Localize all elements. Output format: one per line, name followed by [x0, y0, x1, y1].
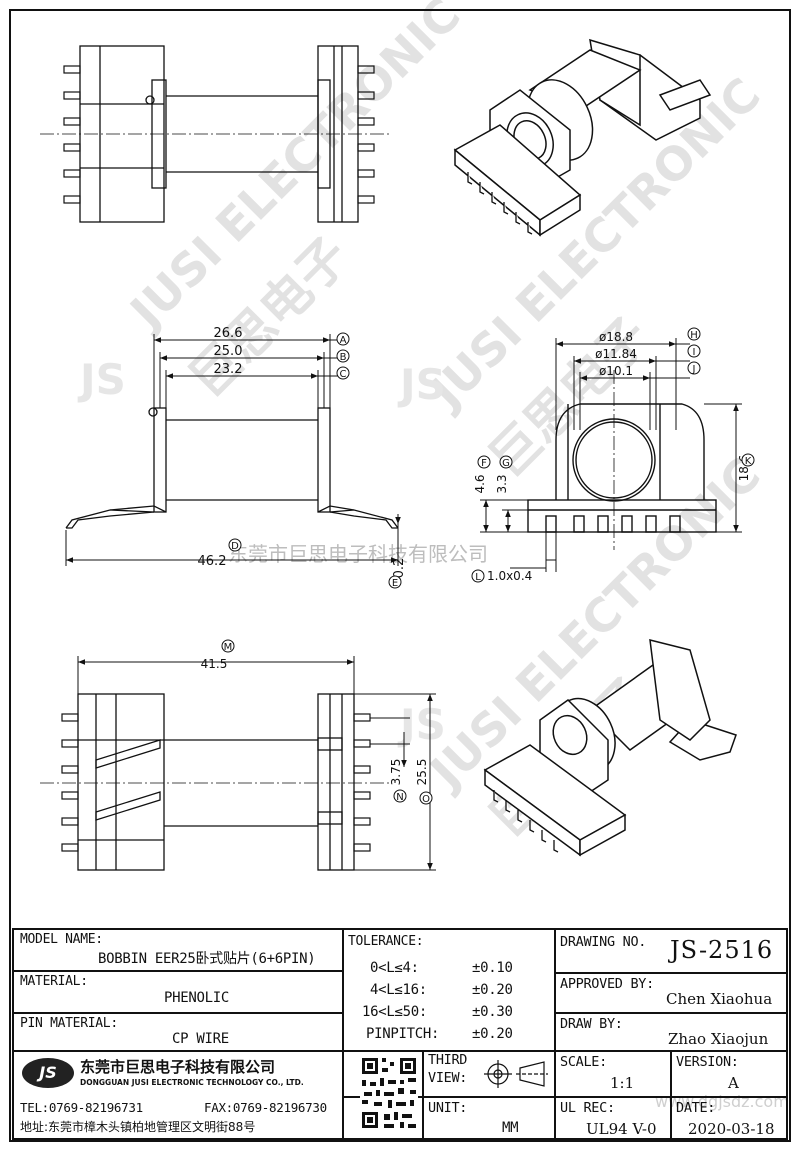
side-view-callouts: H I J K F G L	[471, 327, 755, 583]
material-value: PHENOLIC	[164, 990, 230, 1006]
callout-m: M	[224, 642, 233, 653]
dim-i-value: ø11.84	[595, 347, 637, 361]
dim-g-value: 3.3	[495, 474, 509, 493]
draw-by-value: Zhao Xiaojun	[668, 1030, 769, 1048]
third-angle-projection-icon	[484, 1060, 548, 1088]
front-view-callouts: A B C D E	[228, 332, 402, 589]
callout-j: J	[692, 364, 696, 375]
draw-by-label: DRAW BY:	[560, 1016, 623, 1032]
callout-i: I	[693, 347, 696, 358]
unit-label: UNIT:	[428, 1100, 468, 1116]
callout-f: F	[481, 458, 487, 469]
scale-value: 1:1	[610, 1074, 635, 1092]
bottom-view-dim-text: 41.5 3.75 25.5	[201, 657, 429, 785]
tolerance-label: TOLERANCE:	[348, 934, 424, 949]
model-name-label: MODEL NAME:	[20, 932, 103, 947]
callout-a: A	[340, 335, 347, 346]
ul-rec-label: UL REC:	[560, 1100, 615, 1116]
callout-l: L	[475, 572, 481, 583]
top-view	[40, 45, 390, 223]
company-name-cn: 东莞市巨思电子科技有限公司	[80, 1058, 276, 1076]
side-view-dim-text: ø18.8 ø11.84 ø10.1 18.6 4.6 3.3 1.0x0.4	[473, 330, 751, 583]
pin-material-value: CP WIRE	[172, 1031, 229, 1047]
drawing-no-value: JS-2516	[670, 936, 774, 964]
dim-o-value: 25.5	[415, 759, 429, 786]
dim-f-value: 4.6	[473, 474, 487, 493]
dim-a-value: 26.6	[214, 326, 243, 341]
callout-n: N	[396, 792, 403, 803]
title-block: MODEL NAME: BOBBIN EER25卧式贴片(6+6PIN) MAT…	[12, 928, 788, 1140]
callout-c: C	[340, 369, 347, 380]
iso-view-top	[453, 38, 712, 237]
side-view	[527, 370, 717, 550]
callout-h: H	[690, 330, 698, 341]
unit-value: MM	[502, 1120, 519, 1136]
version-value: A	[728, 1074, 739, 1092]
callout-g: G	[502, 458, 510, 469]
sheet-border	[9, 9, 791, 1142]
dim-h-value: ø18.8	[599, 330, 633, 344]
dim-j-value: ø10.1	[599, 364, 633, 378]
dim-b-value: 25.0	[214, 344, 243, 359]
tolerance-value-4: ±0.20	[472, 1026, 513, 1042]
version-label: VERSION:	[676, 1054, 739, 1070]
callout-k: K	[745, 456, 752, 467]
date-value: 2020-03-18	[688, 1120, 775, 1138]
company-logo: JS	[22, 1058, 74, 1088]
front-view-dim-text: 26.6 25.0 23.2 46.2 0.2	[198, 326, 407, 578]
company-tel: TEL:0769-82196731	[20, 1100, 143, 1115]
tolerance-range-1: 0<L≤4:	[370, 960, 419, 976]
side-view-dimensions	[480, 338, 742, 572]
qr-code	[360, 1054, 418, 1134]
approved-by-value: Chen Xiaohua	[666, 990, 773, 1008]
front-view-dimensions	[65, 334, 401, 566]
company-name-en: DONGGUAN JUSI ELECTRONIC TECHNOLOGY CO.,…	[80, 1078, 304, 1087]
third-view-label-2: VIEW:	[428, 1070, 468, 1086]
material-label: MATERIAL:	[20, 974, 88, 989]
pin-material-label: PIN MATERIAL:	[20, 1016, 118, 1031]
dim-e-value: 0.2	[392, 558, 407, 579]
tolerance-range-3: 16<L≤50:	[362, 1004, 428, 1020]
callout-o: O	[422, 794, 430, 805]
scale-label: SCALE:	[560, 1054, 607, 1070]
approved-by-label: APPROVED BY:	[560, 976, 654, 992]
dim-l-value: 1.0x0.4	[487, 569, 532, 583]
company-address: 地址:东莞市樟木头镇柏地管理区文明街88号	[20, 1120, 256, 1134]
tolerance-value-2: ±0.20	[472, 982, 513, 998]
iso-view-bottom	[483, 639, 737, 857]
callout-e: E	[392, 578, 398, 589]
drawing-no-label: DRAWING NO.	[560, 934, 647, 950]
model-name-value: BOBBIN EER25卧式贴片(6+6PIN)	[98, 951, 316, 967]
bottom-view	[40, 693, 390, 871]
date-label: DATE:	[676, 1100, 716, 1116]
dim-m-value: 41.5	[201, 657, 228, 671]
tolerance-range-4: PINPITCH:	[366, 1026, 440, 1042]
third-view-label-1: THIRD	[428, 1052, 468, 1068]
callout-d: D	[231, 541, 239, 552]
dim-d-value: 46.2	[198, 554, 227, 569]
bottom-view-callouts: M N O	[221, 639, 433, 805]
company-fax: FAX:0769-82196730	[204, 1100, 327, 1115]
tolerance-range-2: 4<L≤16:	[370, 982, 427, 998]
ul-rec-value: UL94 V-0	[586, 1120, 657, 1138]
bottom-view-dimensions	[77, 656, 436, 871]
callout-b: B	[340, 352, 347, 363]
dim-c-value: 23.2	[214, 362, 243, 377]
front-view	[65, 407, 399, 529]
tolerance-value-1: ±0.10	[472, 960, 513, 976]
tolerance-value-3: ±0.30	[472, 1004, 513, 1020]
dim-n-value: 3.75	[389, 759, 403, 786]
